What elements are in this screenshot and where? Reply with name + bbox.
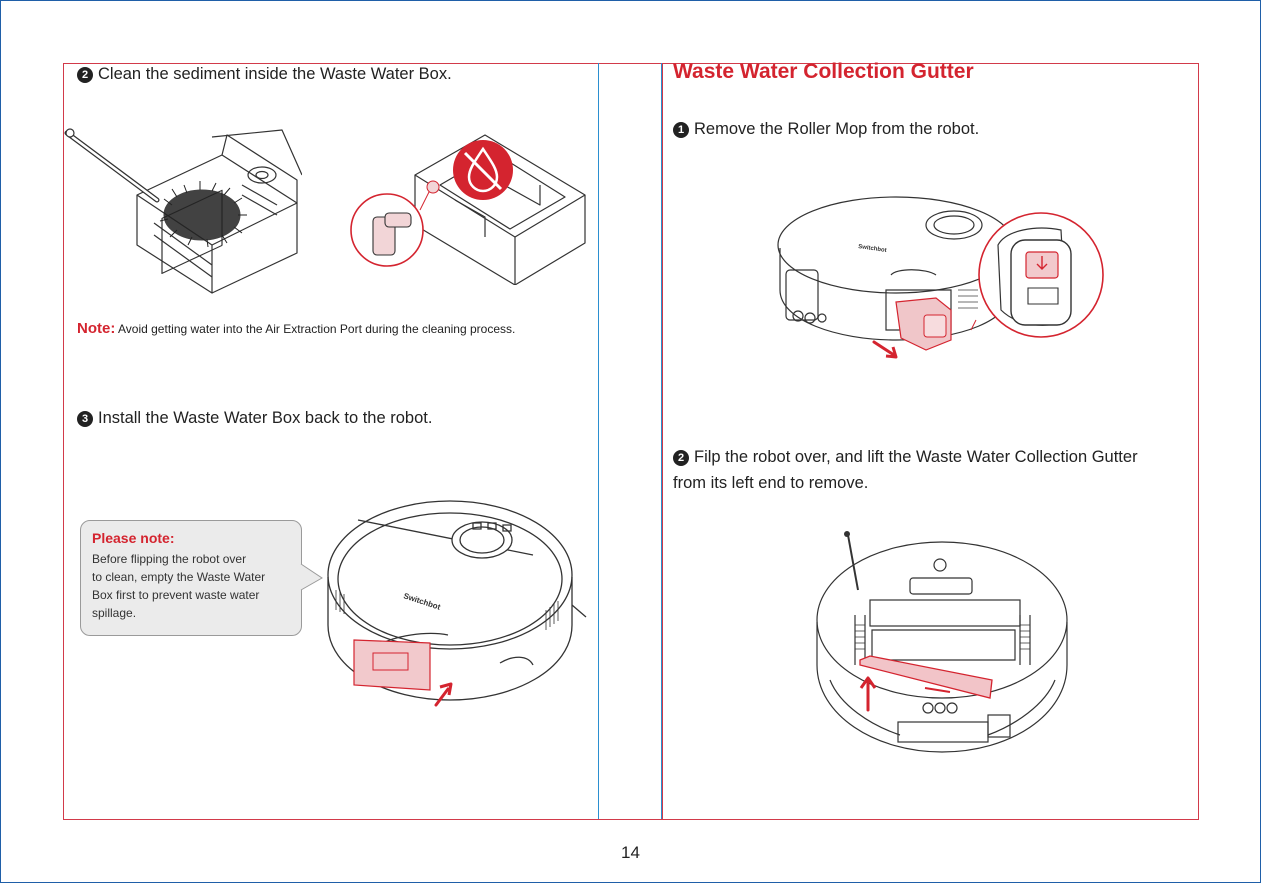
no-water-icon: [453, 140, 513, 200]
section-heading: Waste Water Collection Gutter: [673, 60, 974, 84]
arrow-icon: [436, 684, 451, 705]
note-label: Note:: [77, 320, 115, 337]
step-1-remove-mop: 1 Remove the Roller Mop from the robot.: [673, 117, 979, 141]
step-number-badge: 3: [77, 411, 93, 427]
please-note-bubble: Please note: Before flipping the robot o…: [80, 520, 302, 636]
step-2-clean-sediment: 2 Clean the sediment inside the Waste Wat…: [77, 62, 452, 86]
step-number-badge: 2: [673, 450, 689, 466]
step-3-install-box: 3 Install the Waste Water Box back to the…: [77, 406, 432, 430]
step-text: Clean the sediment inside the Waste Wate…: [98, 65, 452, 83]
arrow-icon: [861, 678, 875, 710]
robot-underside-gutter-illustration: [810, 530, 1072, 758]
step-text: Remove the Roller Mop from the robot.: [694, 120, 979, 138]
please-note-line: spillage.: [92, 604, 290, 622]
waste-water-box-brush-illustration: [62, 125, 302, 295]
step-2-flip-robot: 2 Filp the robot over, and lift the Waste…: [673, 445, 1138, 469]
air-extraction-port-illustration: [345, 125, 590, 285]
note-text: Avoid getting water into the Air Extract…: [118, 322, 515, 336]
please-note-line: Box first to prevent waste water: [92, 586, 290, 604]
note-air-extraction: Note: Avoid getting water into the Air E…: [77, 320, 515, 337]
step-number-badge: 2: [77, 67, 93, 83]
step-text: Filp the robot over, and lift the Waste …: [694, 448, 1138, 466]
robot-install-box-illustration: Switchbot: [318, 495, 590, 715]
please-note-title: Please note:: [92, 530, 290, 546]
column-divider-right: [661, 63, 662, 819]
arrow-icon: [874, 342, 896, 357]
page-number: 14: [0, 843, 1261, 863]
robot-remove-roller-mop-illustration: Switchbot: [776, 190, 1106, 370]
please-note-line: Before flipping the robot over: [92, 550, 290, 568]
step-text: Install the Waste Water Box back to the …: [98, 409, 432, 427]
step-2-flip-robot-continued: from its left end to remove.: [673, 471, 868, 495]
please-note-line: to clean, empty the Waste Water: [92, 568, 290, 586]
column-divider-left: [598, 63, 599, 819]
step-number-badge: 1: [673, 122, 689, 138]
